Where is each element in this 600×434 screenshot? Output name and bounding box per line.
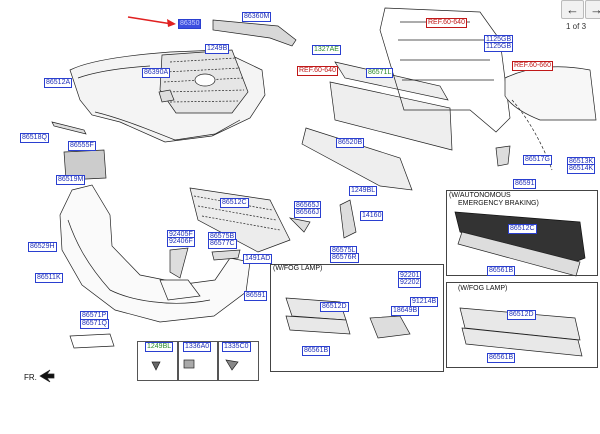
front-direction-arrow bbox=[39, 369, 55, 383]
part-label-86360m[interactable]: 86360M bbox=[242, 12, 272, 22]
fastener-cell-2 bbox=[177, 341, 219, 381]
previous-page-button[interactable]: ← bbox=[561, 0, 584, 19]
reinforcement-drawing bbox=[301, 61, 453, 191]
front-orientation-label: FR. bbox=[24, 373, 37, 382]
part-label-86529h[interactable]: 86529H bbox=[28, 242, 57, 252]
part-label-1249b[interactable]: 1249B bbox=[205, 44, 230, 54]
part-label-86390a[interactable]: 86390A bbox=[142, 68, 171, 78]
part-label-1491ad[interactable]: 1491AD bbox=[243, 254, 273, 264]
part-label-86512d-fog[interactable]: 86512D bbox=[507, 310, 536, 320]
part-label-86512c[interactable]: 86512C bbox=[220, 198, 249, 208]
part-label-86566j[interactable]: 86566J bbox=[294, 208, 321, 218]
part-label-86591-fender[interactable]: 86591 bbox=[513, 179, 537, 189]
part-label-1249bl[interactable]: 1249BL bbox=[349, 186, 378, 196]
fastener-label-1[interactable]: 1249BL bbox=[145, 342, 174, 352]
fastener-label-2[interactable]: 1336A0 bbox=[183, 342, 212, 352]
aeb-variant-box bbox=[446, 190, 598, 276]
fastener-cell-1 bbox=[137, 341, 179, 381]
part-label-86591-lower[interactable]: 86591 bbox=[244, 291, 268, 301]
arrow-left-icon: ← bbox=[566, 2, 579, 17]
part-label-14160[interactable]: 14160 bbox=[360, 211, 384, 221]
page-indicator: 1 of 3 bbox=[566, 22, 587, 31]
fog-lamp-variant-box bbox=[270, 264, 444, 372]
part-label-86519m[interactable]: 86519M bbox=[56, 175, 86, 185]
next-page-button[interactable]: → bbox=[585, 0, 600, 19]
ref-label-60-640-top[interactable]: REF.60-640 bbox=[426, 18, 467, 28]
upper-cover-drawing bbox=[212, 19, 297, 47]
part-label-86512c-aeb[interactable]: 86512C bbox=[508, 224, 537, 234]
part-label-86577c[interactable]: 86577C bbox=[208, 239, 237, 249]
part-label-86520b[interactable]: 86520B bbox=[336, 138, 365, 148]
part-label-86350[interactable]: 86350 bbox=[178, 19, 202, 29]
part-label-1125gb-2[interactable]: 1125GB bbox=[484, 42, 514, 52]
part-label-86512a[interactable]: 86512A bbox=[44, 78, 73, 88]
part-label-86576r[interactable]: 86576R bbox=[330, 253, 359, 263]
highlight-arrow bbox=[127, 16, 176, 27]
part-label-1327ae[interactable]: 1327AE bbox=[312, 45, 341, 55]
aeb-variant-title-line2: EMERGENCY BRAKING) bbox=[458, 200, 539, 207]
fastener-label-3[interactable]: 1335C0 bbox=[222, 342, 251, 352]
grille-drawing bbox=[159, 49, 249, 114]
fastener-cell-3 bbox=[217, 341, 259, 381]
part-label-86555f[interactable]: 86555F bbox=[68, 141, 96, 151]
fender-drawing bbox=[504, 66, 597, 121]
ref-label-60-660[interactable]: REF.60-660 bbox=[512, 61, 553, 71]
ref-label-60-640-mid[interactable]: REF.60-640 bbox=[297, 66, 338, 76]
part-label-86511k[interactable]: 86511K bbox=[35, 273, 63, 283]
part-label-86561b-fog[interactable]: 86561B bbox=[487, 353, 516, 363]
part-label-86561b[interactable]: 86561B bbox=[302, 346, 331, 356]
part-label-86571q[interactable]: 86571Q bbox=[80, 319, 109, 329]
part-label-86512d[interactable]: 86512D bbox=[320, 302, 349, 312]
part-label-86514k[interactable]: 86514K bbox=[567, 164, 596, 174]
part-label-91214b[interactable]: 91214B bbox=[410, 297, 439, 307]
aeb-fog-variant-box bbox=[446, 282, 598, 368]
part-label-86518q[interactable]: 86518Q bbox=[20, 133, 49, 143]
part-label-92202[interactable]: 92202 bbox=[398, 278, 422, 288]
fog-lamp-variant-title: (W/FOG LAMP) bbox=[273, 265, 323, 272]
aeb-variant-title-line1: (W/AUTONOMOUS bbox=[449, 192, 511, 199]
part-label-86571l[interactable]: 86571L bbox=[366, 68, 394, 78]
part-label-18649b[interactable]: 18649B bbox=[391, 306, 420, 316]
part-label-86517g[interactable]: 86517G bbox=[523, 155, 552, 165]
part-label-92406f[interactable]: 92406F bbox=[167, 237, 195, 247]
arrow-right-icon: → bbox=[590, 2, 600, 17]
aeb-fog-variant-title: (W/FOG LAMP) bbox=[458, 285, 508, 292]
part-label-86561b-aeb[interactable]: 86561B bbox=[487, 266, 516, 276]
